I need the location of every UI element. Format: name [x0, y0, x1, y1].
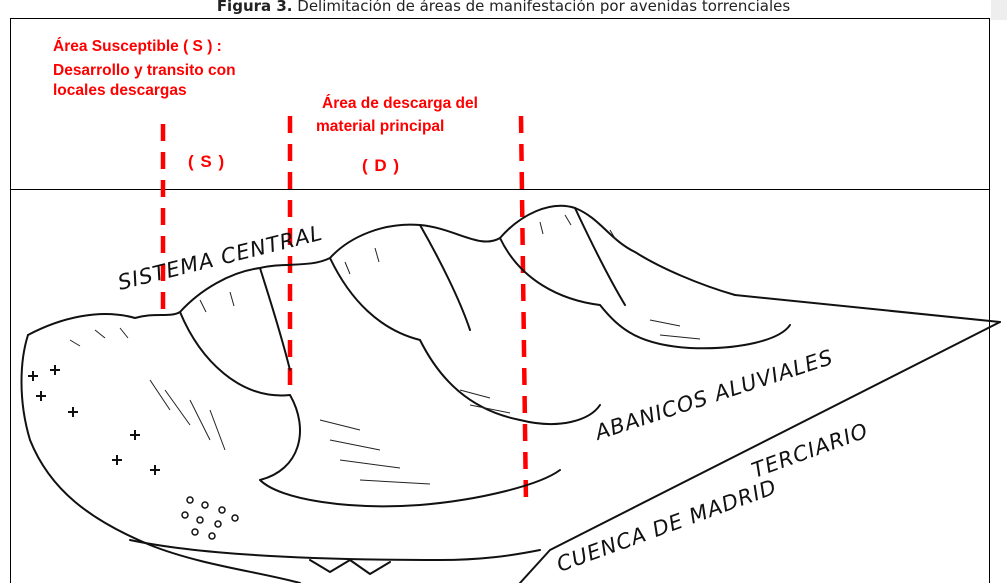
gravel: [181, 496, 239, 540]
figure-caption-text: Delimitación de áreas de manifestación p…: [292, 0, 791, 15]
basin-squiggle: [309, 559, 391, 575]
plateau-front-edge: [519, 321, 1001, 583]
plateau-top-edge: [734, 294, 1001, 323]
fan-left: [179, 311, 561, 508]
basin-edge: [129, 539, 541, 561]
discharge-line2: material principal: [316, 118, 445, 135]
susceptible-line2: Desarrollo y transito con: [53, 62, 236, 79]
zone-s-label: ( S ): [188, 152, 226, 171]
delimitation-lines: [160, 115, 529, 506]
band-divider: [10, 189, 990, 190]
rock-crosses: [28, 365, 160, 475]
fan-right: [499, 237, 791, 350]
inner-ridge-3: [574, 207, 626, 306]
label-abanicos-aluviales: ABANICOS ALUVIALES: [590, 345, 836, 445]
ridge-line: [27, 204, 736, 336]
label-sistema-central: SISTEMA CENTRAL: [115, 221, 325, 295]
label-terciario: TERCIARIO: [749, 418, 872, 482]
susceptible-title: Área Susceptible ( S ) :: [53, 38, 222, 55]
landscape-outline: [20, 204, 1001, 583]
discharge-line1: Área de descarga del: [322, 95, 478, 112]
susceptible-line3: locales descargas: [53, 82, 187, 99]
delimitation-line-d-right: [518, 115, 529, 506]
figure-caption: Figura 3. Delimitación de áreas de manif…: [0, 0, 1007, 20]
zone-d-label: ( D ): [362, 156, 401, 175]
figure-label: Figura 3.: [216, 0, 293, 15]
hatching: [69, 214, 701, 485]
inner-ridge-1: [259, 267, 291, 371]
left-slope: [20, 334, 301, 583]
fan-middle: [329, 257, 601, 426]
inner-ridge-2: [419, 224, 471, 331]
side-strip: [991, 0, 1007, 20]
figure-frame: [10, 18, 990, 583]
